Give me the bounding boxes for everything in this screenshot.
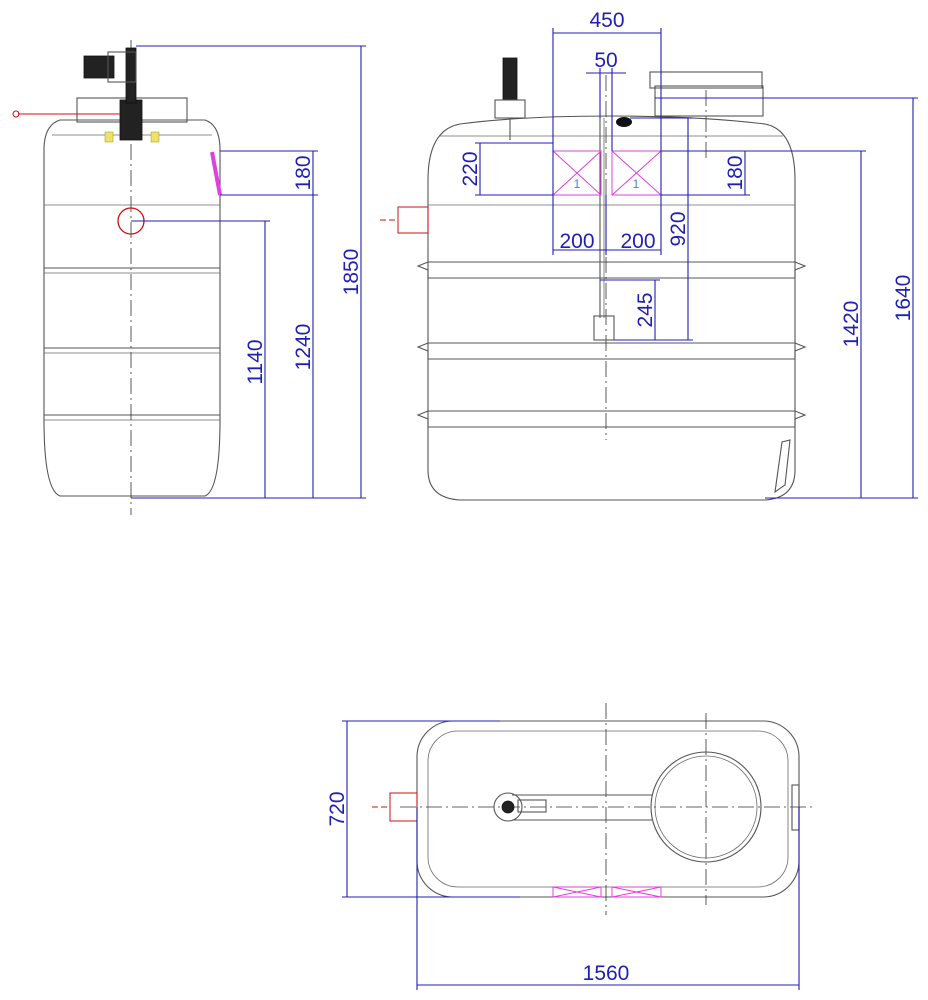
side-view: 180 1140 1240 1850 bbox=[12, 40, 366, 515]
front-manhole-lid bbox=[649, 71, 763, 89]
top-dim-720-label: 720 bbox=[326, 791, 349, 826]
front-view: 1 1 450 50 220 180 200 200 920 bbox=[380, 9, 918, 501]
top-tank-inner bbox=[427, 730, 789, 888]
side-vent-mark bbox=[210, 151, 222, 196]
side-yellow-clip-left bbox=[104, 131, 114, 143]
top-manhole-outer bbox=[650, 751, 762, 863]
top-side-handle bbox=[791, 784, 800, 831]
side-valve-body bbox=[119, 99, 143, 141]
front-float bbox=[593, 315, 615, 341]
front-zone-left-label: 1 bbox=[574, 177, 581, 191]
front-dim-180-label: 180 bbox=[724, 155, 747, 190]
top-dim-1560-label: 1560 bbox=[583, 962, 630, 985]
front-rib-2 bbox=[416, 342, 807, 360]
top-manhole-inner bbox=[654, 755, 758, 859]
side-dim-180-label: 180 bbox=[292, 155, 315, 190]
top-zone-right-x2 bbox=[611, 886, 662, 898]
front-dim-1640-label: 1640 bbox=[892, 275, 915, 322]
side-valve-stem bbox=[125, 47, 137, 104]
front-zone-right-x2 bbox=[611, 150, 662, 196]
top-tank-outer bbox=[416, 720, 800, 898]
side-valve-actuator bbox=[83, 55, 115, 79]
front-zone-right-label: 1 bbox=[633, 177, 640, 191]
top-zone-right bbox=[611, 886, 662, 898]
side-valve-head bbox=[107, 51, 137, 83]
top-arm-bracket bbox=[517, 799, 547, 813]
front-dim-245-label: 245 bbox=[634, 292, 657, 327]
front-float-cap bbox=[616, 117, 632, 127]
front-rib-3 bbox=[416, 410, 807, 428]
side-yellow-clip-right bbox=[150, 131, 160, 143]
front-tank-body bbox=[427, 115, 796, 501]
side-dim-1850-label: 1850 bbox=[340, 249, 363, 296]
front-zone-left-x2 bbox=[552, 150, 602, 196]
front-dim-200-left-label: 200 bbox=[559, 230, 594, 253]
top-valve-outer bbox=[493, 792, 523, 822]
front-dim-220-label: 220 bbox=[459, 151, 482, 186]
front-inlet bbox=[397, 206, 429, 234]
side-cable-end bbox=[12, 110, 20, 118]
front-dim-920-label: 920 bbox=[667, 211, 690, 246]
front-side-handle bbox=[774, 439, 791, 494]
front-dim-50-label: 50 bbox=[594, 49, 617, 72]
front-dim-1420-label: 1420 bbox=[840, 301, 863, 348]
side-dim-1240-label: 1240 bbox=[292, 324, 315, 371]
top-zone-left-x2 bbox=[552, 886, 602, 898]
top-zone-left bbox=[552, 886, 602, 898]
front-valve-body bbox=[494, 99, 526, 119]
front-manhole-base bbox=[654, 85, 764, 117]
top-arm bbox=[512, 794, 652, 821]
side-tank-body bbox=[43, 119, 221, 497]
front-dim-200-right-label: 200 bbox=[620, 230, 655, 253]
side-dim-1140-label: 1140 bbox=[244, 339, 267, 384]
top-valve-inner bbox=[501, 800, 515, 814]
front-dim-450-label: 450 bbox=[589, 9, 624, 32]
top-view: 720 1560 bbox=[326, 703, 815, 990]
front-rib-1 bbox=[416, 261, 807, 279]
front-valve-stem bbox=[502, 57, 518, 101]
